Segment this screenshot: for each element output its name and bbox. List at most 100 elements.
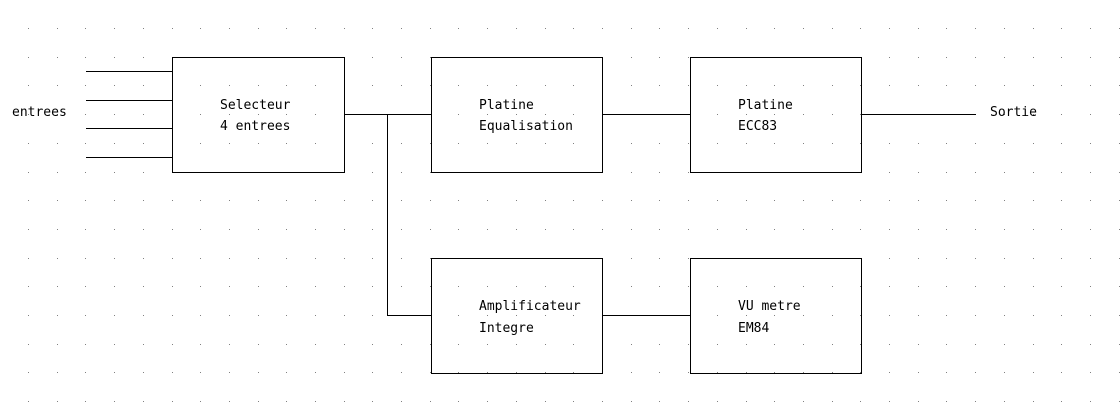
grid-dot <box>458 401 459 402</box>
grid-dot <box>1061 143 1062 144</box>
grid-dot <box>258 315 259 316</box>
grid-dot <box>860 372 861 373</box>
grid-dot <box>975 372 976 373</box>
grid-dot <box>803 114 804 115</box>
grid-dot <box>286 200 287 201</box>
grid-dot <box>516 344 517 345</box>
grid-dot <box>746 28 747 29</box>
grid-dot <box>659 143 660 144</box>
grid-dot <box>717 315 718 316</box>
grid-dot <box>229 258 230 259</box>
grid-dot <box>659 258 660 259</box>
grid-dot <box>28 258 29 259</box>
grid-dot <box>286 114 287 115</box>
grid-dot <box>200 258 201 259</box>
grid-dot <box>516 114 517 115</box>
grid-dot <box>774 315 775 316</box>
grid-dot <box>631 143 632 144</box>
grid-dot <box>28 344 29 345</box>
grid-dot <box>258 143 259 144</box>
grid-dot <box>229 85 230 86</box>
grid-dot <box>688 344 689 345</box>
grid-dot <box>143 372 144 373</box>
vu-meter-label-line2: EM84 <box>738 321 769 336</box>
grid-dot <box>774 286 775 287</box>
grid-dot <box>774 229 775 230</box>
grid-dot <box>143 172 144 173</box>
grid-dot <box>258 286 259 287</box>
grid-dot <box>803 315 804 316</box>
grid-dot <box>573 200 574 201</box>
grid-dot <box>746 344 747 345</box>
grid-dot <box>1090 315 1091 316</box>
grid-dot <box>458 229 459 230</box>
grid-dot <box>28 372 29 373</box>
grid-dot <box>458 372 459 373</box>
grid-dot <box>545 200 546 201</box>
grid-dot <box>918 85 919 86</box>
grid-dot <box>803 286 804 287</box>
grid-dot <box>1061 229 1062 230</box>
ecc83-label-line2: ECC83 <box>738 119 777 134</box>
grid-dot <box>746 315 747 316</box>
grid-dot <box>458 315 459 316</box>
grid-dot <box>1004 143 1005 144</box>
grid-dot <box>545 344 546 345</box>
grid-dot <box>516 286 517 287</box>
grid-dot <box>516 315 517 316</box>
grid-dot <box>57 315 58 316</box>
grid-dot <box>1061 315 1062 316</box>
grid-dot <box>860 200 861 201</box>
grid-dot <box>28 114 29 115</box>
grid-dot <box>372 315 373 316</box>
grid-dot <box>659 229 660 230</box>
grid-dot <box>401 401 402 402</box>
grid-dot <box>114 229 115 230</box>
grid-dot <box>746 229 747 230</box>
grid-dot <box>487 85 488 86</box>
grid-dot <box>746 286 747 287</box>
grid-dot <box>832 28 833 29</box>
grid-dot <box>774 372 775 373</box>
grid-dot <box>946 344 947 345</box>
grid-dot <box>659 372 660 373</box>
grid-dot <box>688 401 689 402</box>
grid-dot <box>430 85 431 86</box>
grid-dot <box>803 143 804 144</box>
grid-dot <box>372 401 373 402</box>
grid-dot <box>516 85 517 86</box>
grid-dot <box>57 286 58 287</box>
grid-dot <box>1033 200 1034 201</box>
grid-dot <box>946 28 947 29</box>
grid-dot <box>889 344 890 345</box>
grid-dot <box>286 28 287 29</box>
grid-dot <box>372 85 373 86</box>
grid-dot <box>573 286 574 287</box>
grid-dot <box>631 200 632 201</box>
grid-dot <box>401 85 402 86</box>
grid-dot <box>114 372 115 373</box>
grid-dot <box>1061 258 1062 259</box>
grid-dot <box>573 28 574 29</box>
grid-dot <box>889 28 890 29</box>
grid-dot <box>372 200 373 201</box>
grid-dot <box>28 315 29 316</box>
grid-dot <box>114 114 115 115</box>
grid-dot <box>975 401 976 402</box>
grid-dot <box>229 401 230 402</box>
grid-dot <box>143 200 144 201</box>
grid-dot <box>143 85 144 86</box>
grid-dot <box>229 229 230 230</box>
grid-dot <box>85 143 86 144</box>
grid-dot <box>860 315 861 316</box>
grid-dot <box>487 372 488 373</box>
grid-dot <box>602 200 603 201</box>
grid-dot <box>1033 315 1034 316</box>
grid-dot <box>28 143 29 144</box>
grid-dot <box>344 200 345 201</box>
grid-dot <box>1090 85 1091 86</box>
grid-dot <box>889 172 890 173</box>
grid-dot <box>889 200 890 201</box>
grid-dot <box>631 229 632 230</box>
grid-dot <box>918 258 919 259</box>
